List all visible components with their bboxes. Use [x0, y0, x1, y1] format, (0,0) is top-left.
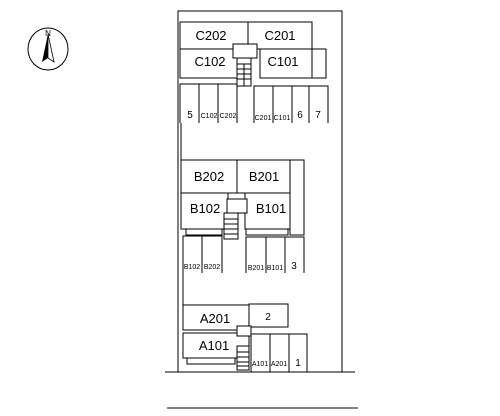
unit-label-b202: B202 — [194, 169, 224, 184]
parking-label-3: 3 — [291, 261, 297, 272]
parking-label-6: 6 — [297, 110, 303, 121]
unit-label-2: 2 — [265, 312, 271, 323]
unit-label-b102: B102 — [190, 201, 220, 216]
building-a: A201 2 A101 A101 A201 1 — [182, 273, 308, 372]
compass-label: N — [45, 29, 51, 38]
parking-label-7: 7 — [315, 110, 321, 121]
parking-a — [250, 333, 308, 372]
unit-2 — [248, 303, 289, 328]
parking-label-c102: C102 — [201, 113, 218, 120]
parking-label-a201: A201 — [271, 361, 287, 368]
unit-label-c101: C101 — [267, 54, 298, 69]
staircase-b — [223, 198, 248, 240]
staircase-c — [232, 43, 258, 87]
site-boundary — [165, 10, 358, 409]
unit-b102 — [180, 192, 229, 230]
unit-b101 — [244, 192, 291, 230]
building-c: C202 C201 C102 C101 5 C102 C202 C201 C10… — [179, 21, 329, 123]
parking-label-5: 5 — [187, 110, 193, 121]
unit-label-a201: A201 — [200, 311, 230, 326]
building-b: B202 B201 B102 B101 B102 B202 B201 B101 … — [180, 123, 305, 273]
parking-label-c201: C201 — [255, 115, 272, 122]
parking-label-c202: C202 — [220, 113, 237, 120]
unit-label-c102: C102 — [194, 54, 225, 69]
unit-label-c202: C202 — [195, 28, 226, 43]
parking-label-a101: A101 — [252, 361, 268, 368]
staircase-a — [236, 325, 252, 371]
parking-label-b101: B101 — [267, 265, 283, 272]
unit-label-b201: B201 — [249, 169, 279, 184]
parking-label-1: 1 — [295, 358, 301, 369]
unit-label-c201: C201 — [264, 28, 295, 43]
parking-label-b102: B102 — [184, 264, 200, 271]
parking-label-c101: C101 — [274, 115, 291, 122]
unit-label-a101: A101 — [199, 338, 229, 353]
parking-label-b201: B201 — [248, 265, 264, 272]
parking-label-b202: B202 — [204, 264, 220, 271]
parking-b — [182, 235, 305, 273]
north-arrow-icon: N — [27, 27, 69, 71]
parking-c — [179, 83, 329, 123]
unit-label-b101: B101 — [256, 201, 286, 216]
